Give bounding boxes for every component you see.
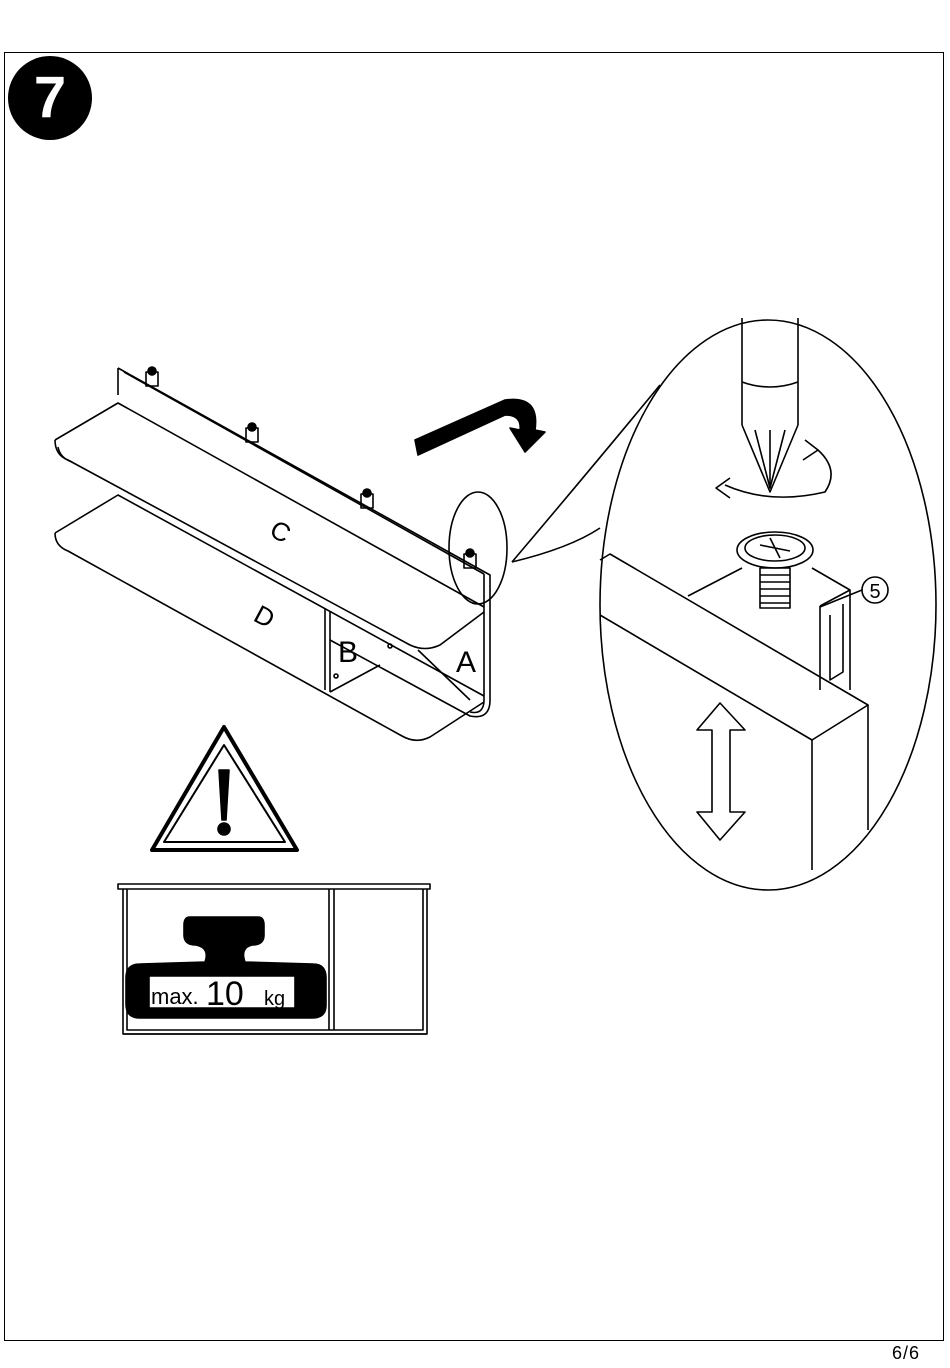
load-value-label: 10 (206, 975, 244, 1013)
rotate-arrow-icon (415, 399, 545, 455)
panel-label-c: C (265, 514, 296, 549)
panel-label-b: B (338, 636, 358, 669)
panel-label-a: A (456, 646, 476, 679)
load-unit-label: kg (264, 988, 285, 1010)
bracket-screw-2 (246, 423, 258, 442)
part-number-label: 5 (869, 581, 880, 603)
page-number: 6/6 (892, 1343, 920, 1364)
detail-callout (512, 318, 936, 890)
panel-label-d: D (249, 599, 280, 634)
load-max-label: max. (151, 984, 199, 1009)
shelf-assembly (55, 367, 507, 740)
bracket-screw-4 (464, 549, 476, 568)
bracket-screw-1 (146, 367, 158, 386)
warning-icon (152, 727, 297, 850)
load-limit-diagram (118, 884, 430, 1034)
